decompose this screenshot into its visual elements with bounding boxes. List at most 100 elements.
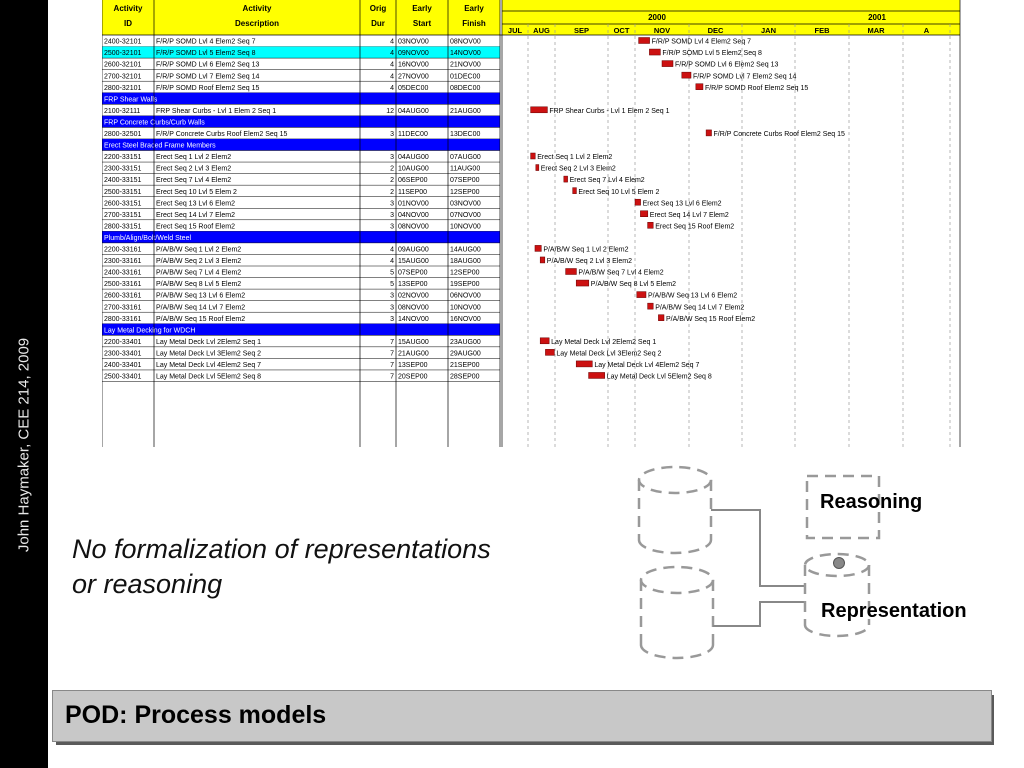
activity-description: Lay Metal Deck Lvl 5Elem2 Seq 8 (156, 374, 261, 381)
orig-duration: 3 (390, 223, 394, 230)
gantt-bar-label: Erect Seq 14 Lvl 7 Elem2 (650, 212, 729, 219)
early-finish: 18AUG00 (450, 258, 481, 265)
activity-id: 2600-33161 (104, 293, 141, 300)
gantt-bar (634, 198, 641, 206)
column-header: Finish (462, 19, 486, 28)
representation-label: Representation (821, 600, 967, 622)
section-title: Lay Metal Decking for WDCH (104, 327, 195, 334)
orig-duration: 5 (390, 281, 394, 288)
gantt-bar-label: Erect Seq 10 Lvl 5 Elem 2 (578, 189, 659, 196)
early-start: 04AUG00 (398, 154, 429, 161)
timeline-header-bg (502, 0, 960, 35)
section-title: FRP Concrete Curbs/Curb Walls (104, 119, 205, 126)
gantt-bar (681, 71, 692, 79)
activity-id: 2800-33151 (104, 223, 141, 230)
month-label: FEB (815, 26, 831, 35)
activity-description: Erect Seq 15 Roof Elem2 (156, 223, 235, 230)
activity-description: F/R/P SOMD Lvl 7 Elem2 Seq 14 (156, 73, 259, 80)
early-finish: 12SEP00 (450, 270, 480, 277)
orig-duration: 2 (390, 166, 394, 173)
activity-id: 2700-32101 (104, 73, 141, 80)
month-label: AUG (533, 26, 550, 35)
early-start: 08NOV00 (398, 223, 429, 230)
orig-duration: 3 (390, 304, 394, 311)
orig-duration: 7 (390, 362, 394, 369)
schedule-canvas: ActivityIDActivityDescriptionOrigDurEarl… (102, 0, 961, 447)
early-finish: 08DEC00 (450, 85, 480, 92)
caption-line-2: or reasoning (72, 569, 223, 599)
early-start: 02NOV00 (398, 293, 429, 300)
activity-id: 2700-33151 (104, 212, 141, 219)
orig-duration: 4 (390, 85, 394, 92)
orig-duration: 3 (390, 200, 394, 207)
author-credit: John Haymaker, CEE 214, 2009 (15, 337, 33, 553)
activity-description: Lay Metal Deck Lvl 4Elem2 Seq 7 (156, 362, 261, 369)
gantt-bar-label: F/R/P SOMD Lvl 4 Elem2 Seq 7 (652, 39, 752, 46)
early-finish: 21AUG00 (450, 108, 481, 115)
early-start: 03NOV00 (398, 39, 429, 46)
activity-description: Lay Metal Deck Lvl 2Elem2 Seq 1 (156, 339, 261, 346)
gantt-bar-label: F/R/P SOMD Lvl 6 Elem2 Seq 13 (675, 62, 778, 69)
early-start: 11SEP00 (398, 189, 427, 196)
activity-id: 2200-33161 (104, 247, 141, 254)
orig-duration: 3 (390, 293, 394, 300)
caption-line-1: No formalization of representations (72, 534, 491, 564)
early-finish: 08NOV00 (450, 39, 481, 46)
early-start: 04NOV00 (398, 212, 429, 219)
slide-caption: No formalization of representations or r… (72, 532, 491, 602)
reasoning-dot (833, 557, 845, 569)
gantt-bar-label: P/A/B/W Seq 15 Roof Elem2 (666, 316, 755, 323)
gantt-bar-label: Lay Metal Deck Lvl 4Elem2 Seq 7 (594, 362, 699, 369)
early-finish: 19SEP00 (450, 281, 480, 288)
orig-duration: 4 (390, 50, 394, 57)
early-finish: 10NOV00 (450, 304, 481, 311)
activity-description: P/A/B/W Seq 1 Lvl 2 Elem2 (156, 247, 241, 254)
column-header: Activity (243, 4, 272, 13)
gantt-bar-label: F/R/P SOMD Lvl 7 Elem2 Seq 14 (693, 73, 796, 80)
gantt-bar-label: Erect Seq 7 Lvl 4 Elem2 (570, 177, 645, 184)
gantt-bar-label: F/R/P Concrete Curbs Roof Elem2 Seq 15 (714, 131, 845, 138)
section-row-bg (102, 323, 500, 336)
orig-duration: 7 (390, 374, 394, 381)
early-start: 05DEC00 (398, 85, 428, 92)
early-start: 09AUG00 (398, 247, 429, 254)
activity-description: P/A/B/W Seq 15 Roof Elem2 (156, 316, 245, 323)
orig-duration: 4 (390, 62, 394, 69)
activity-description: F/R/P SOMD Lvl 6 Elem2 Seq 13 (156, 62, 259, 69)
orig-duration: 2 (390, 189, 394, 196)
activity-description: P/A/B/W Seq 7 Lvl 4 Elem2 (156, 270, 241, 277)
early-start: 13SEP00 (398, 281, 428, 288)
gantt-bar (530, 106, 548, 114)
gantt-bar (649, 48, 661, 56)
activity-id: 2500-33161 (104, 281, 141, 288)
gantt-bar (565, 268, 577, 275)
highlighted-row-bg (102, 46, 500, 59)
gantt-bar (661, 60, 674, 67)
connector-bottom (713, 601, 805, 627)
gantt-bar (705, 129, 712, 137)
gantt-bar (647, 222, 654, 229)
early-finish: 23AUG00 (450, 339, 481, 346)
activity-id: 2200-33401 (104, 339, 141, 346)
early-finish: 10NOV00 (450, 223, 481, 230)
gantt-bar-label: Erect Seq 1 Lvl 2 Elem2 (537, 154, 612, 161)
section-title: Erect Steel Braced Frame Members (104, 143, 216, 150)
early-finish: 13DEC00 (450, 131, 480, 138)
diagram-canvas: Reasoning Representation (637, 465, 967, 660)
column-header: ID (124, 19, 132, 28)
gantt-bar-label: P/A/B/W Seq 2 Lvl 3 Elem2 (547, 258, 632, 265)
gantt-bar-label: F/R/P SOMD Lvl 5 Elem2 Seq 8 (662, 50, 762, 57)
activity-description: Erect Seq 14 Lvl 7 Elem2 (156, 212, 235, 219)
early-finish: 01DEC00 (450, 73, 480, 80)
gantt-bar (638, 37, 650, 44)
activity-description: Lay Metal Deck Lvl 3Elem2 Seq 2 (156, 350, 261, 357)
activity-id: 2500-33151 (104, 189, 141, 196)
column-header: Description (235, 19, 279, 28)
activity-id: 2400-33401 (104, 362, 141, 369)
section-row-bg (102, 115, 500, 128)
activity-id: 2600-32101 (104, 62, 141, 69)
gantt-bar (640, 210, 649, 217)
orig-duration: 3 (390, 212, 394, 219)
early-start: 07SEP00 (398, 270, 428, 277)
